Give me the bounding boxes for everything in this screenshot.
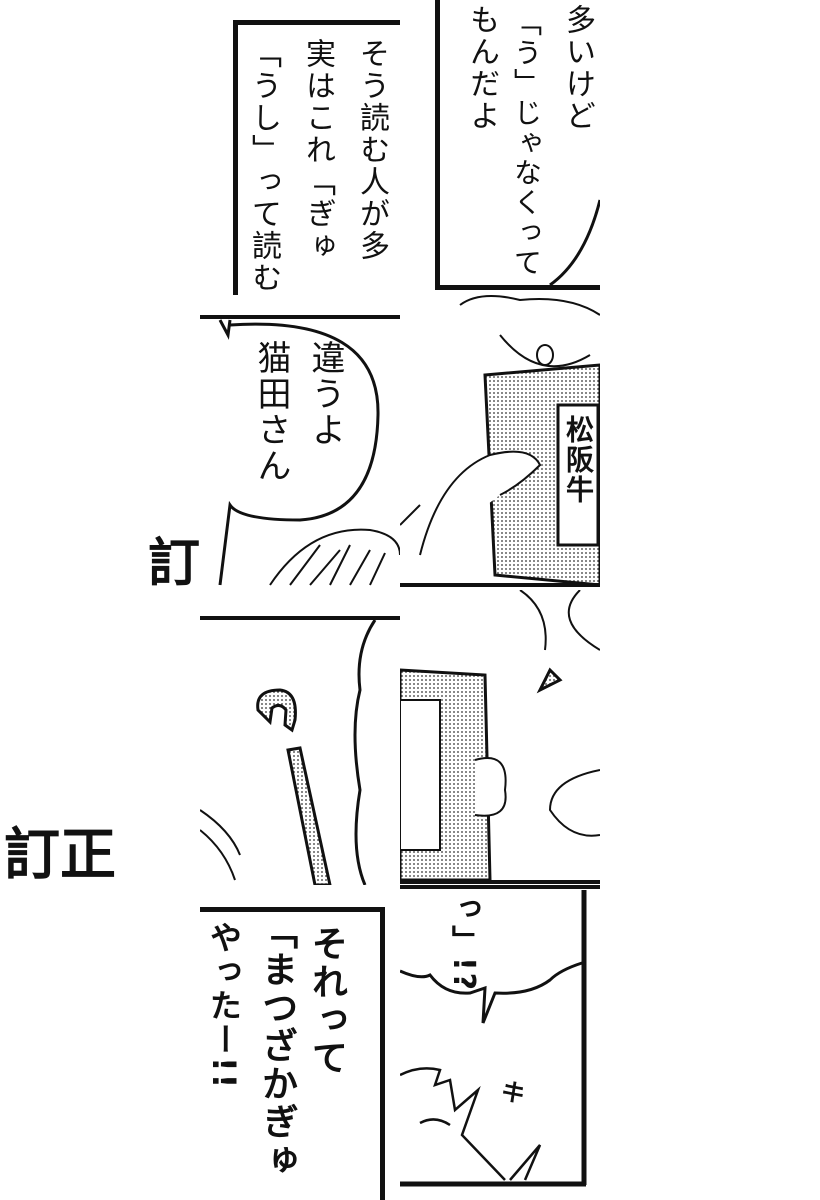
panel-boy-book: 松阪牛 xyxy=(400,295,600,590)
exclaim-text: っ」!? xyxy=(446,893,481,993)
panel-top-right: 多いけど 「う」じゃなくって もんだよ xyxy=(400,0,600,295)
bottom-caption-line-1: それって xyxy=(306,925,347,1077)
bottom-caption-line-3: やったー!! xyxy=(205,921,243,1091)
caption-line-1: そう読む人が多 xyxy=(354,38,389,262)
book-label: 松阪牛 xyxy=(562,415,595,505)
panel-bottom-caption: それって 「まつざかぎゅ やったー!! xyxy=(200,885,400,1200)
caption-line-2: 実はこれ「ぎゅ xyxy=(300,38,335,262)
caption-line-3: 「うし」って読む xyxy=(246,38,281,294)
speech-line-1: 違うよ xyxy=(305,340,345,448)
panel-speech: 違うよ 猫田さん xyxy=(200,295,400,590)
bubble-line-1: 多いけど xyxy=(560,4,595,132)
panel-reaction-right xyxy=(400,590,600,885)
bubble-line-3: もんだよ xyxy=(464,4,499,132)
panel-reaction-left xyxy=(200,590,400,885)
heading-fragment-lower: 訂正 xyxy=(4,823,116,888)
heading-fragment-upper: 訂 xyxy=(148,534,201,594)
speech-line-2: 猫田さん xyxy=(251,340,291,484)
panel-bottom-right: っ」!? キ xyxy=(400,885,600,1200)
bubble-line-2: 「う」じゃなくって xyxy=(510,8,543,278)
bottom-caption-line-2: 「まつざかぎゅ xyxy=(256,913,297,1179)
panel-caption: そう読む人が多 実はこれ「ぎゅ 「うし」って読む xyxy=(200,0,400,295)
